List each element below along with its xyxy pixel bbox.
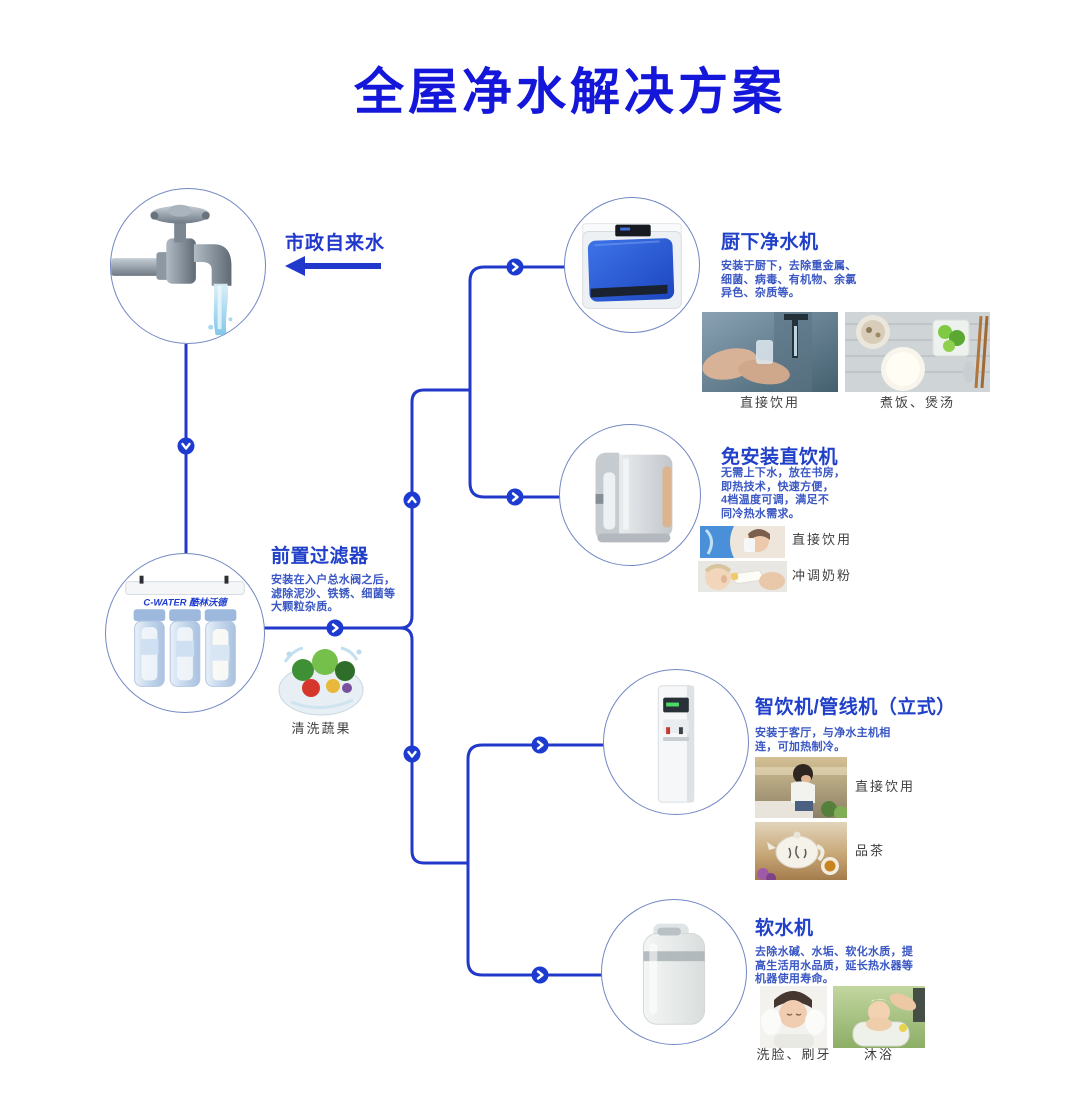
photo-washing-vegetables (273, 640, 370, 717)
flow-line-to-softener (466, 863, 603, 977)
water-softener-icon (642, 923, 706, 1025)
upright-dispenser-icon (657, 685, 695, 803)
water-softener-circle (601, 899, 747, 1045)
caption-face-wash: 洗脸、刷牙 (756, 1047, 832, 1062)
chevron-right-icon (506, 258, 524, 276)
section-title-softener: 软水机 (755, 918, 814, 939)
section-title-countertop: 免安装直饮机 (721, 447, 839, 468)
flow-line-to-upright (466, 743, 605, 863)
chevron-down-icon (177, 437, 195, 455)
countertop-dispenser-icon (595, 452, 673, 543)
chevron-right-icon (506, 488, 524, 506)
flow-line-filter-to-lower-junction (399, 626, 468, 865)
section-title-prefilter: 前置过滤器 (271, 546, 369, 567)
section-title-upright: 智饮机/管线机（立式） (755, 697, 956, 718)
photo-tea (755, 822, 847, 880)
caption-direct-drinking-3: 直接饮用 (855, 779, 916, 794)
chevron-right-icon (531, 736, 549, 754)
chevron-right-icon (531, 966, 549, 984)
prefilter-circle: C-WATER 酷林沃德 (105, 553, 265, 713)
photo-baby-bath (833, 986, 925, 1048)
caption-tea: 品茶 (855, 843, 886, 858)
photo-cooking-soup (845, 312, 990, 392)
section-desc-under-sink: 安装于厨下，去除重金属、 细菌、病毒、有机物、余氯 异色、杂质等。 (721, 260, 857, 299)
photo-baby-formula (698, 561, 787, 592)
brand-label: C-WATER 酷林沃德 (143, 596, 228, 607)
photo-direct-drinking-sink (702, 312, 838, 392)
caption-bath: 沐浴 (863, 1047, 894, 1062)
caption-wash-vegetables: 清洗蔬果 (291, 721, 352, 736)
under-sink-purifier-icon (582, 223, 682, 309)
caption-direct-drinking-2: 直接饮用 (792, 532, 853, 547)
flow-line-to-under-sink (468, 265, 566, 390)
photo-face-washing (760, 986, 827, 1048)
section-title-under-sink: 厨下净水机 (721, 232, 819, 253)
photo-woman-drinking (700, 526, 785, 558)
left-arrow-icon (285, 256, 381, 276)
upright-dispenser-circle (603, 669, 749, 815)
section-desc-softener: 去除水碱、水垢、软化水质，提 高生活用水品质，延长热水器等 机器使用寿命。 (755, 946, 914, 985)
caption-cooking-soup: 煮饭、煲汤 (879, 395, 955, 410)
chevron-right-icon (326, 619, 344, 637)
faucet-circle (110, 188, 266, 344)
under-sink-purifier-circle (564, 197, 700, 333)
caption-formula: 冲调奶粉 (792, 568, 853, 583)
flow-line-to-countertop (468, 390, 561, 499)
faucet-icon (111, 204, 233, 336)
photo-boy-drinking (755, 757, 847, 818)
chevron-down-icon (403, 745, 421, 763)
page-title: 全屋净水解决方案 (354, 64, 786, 120)
section-desc-upright: 安装于客厅，与净水主机相 连，可加热制冷。 (755, 727, 891, 753)
section-desc-prefilter: 安装在入户总水阀之后， 滤除泥沙、铁锈、细菌等 大颗粒杂质。 (271, 574, 396, 613)
caption-direct-drinking: 直接饮用 (739, 395, 800, 410)
countertop-dispenser-circle (559, 424, 701, 566)
chevron-up-icon (403, 491, 421, 509)
municipal-water-label: 市政自来水 (285, 233, 386, 254)
section-desc-countertop: 无需上下水，放在书房， 即热技术，快速方便， 4档温度可调，满足不 同冷热水需求… (721, 467, 846, 520)
prefilter-product-icon: C-WATER 酷林沃德 (125, 575, 245, 687)
